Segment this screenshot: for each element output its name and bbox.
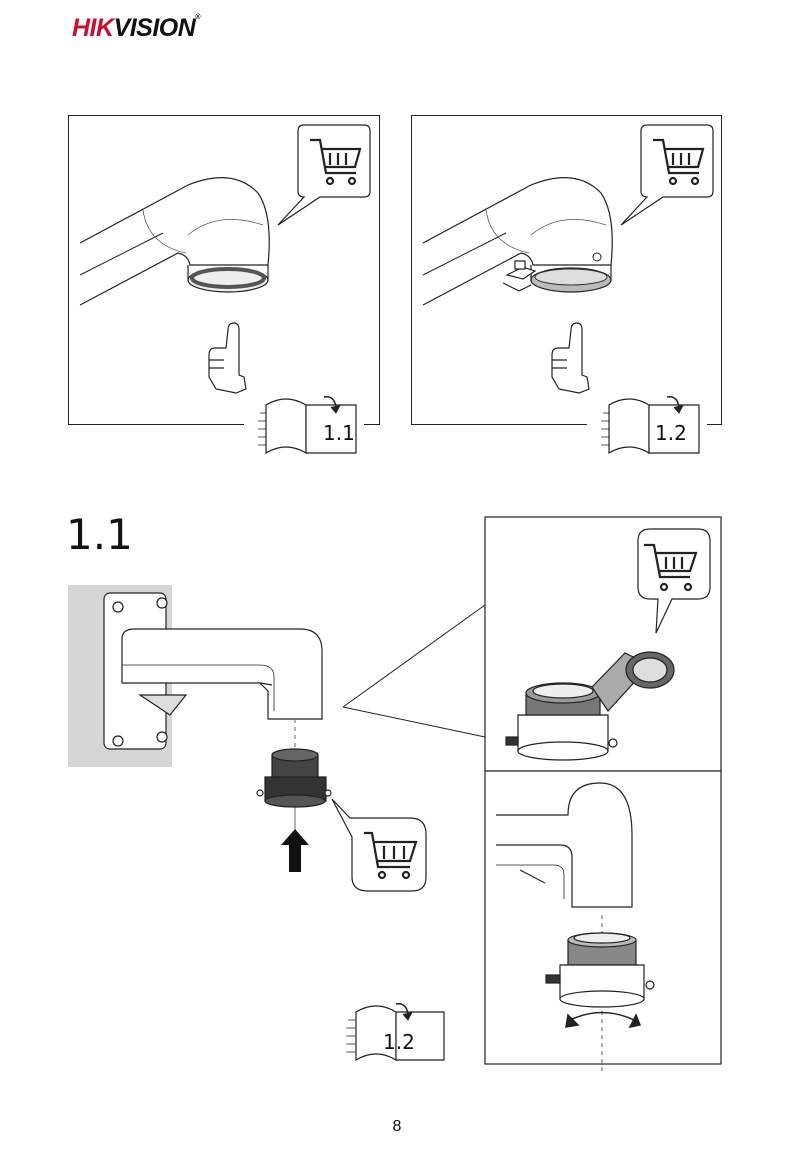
page-number: 8: [0, 1118, 794, 1136]
hikvision-logo: HIKVISION®: [72, 14, 200, 43]
hand-pointing-icon: [552, 323, 589, 393]
section-1-1-illustration: 1.2: [60, 515, 730, 1075]
manual-book-icon: [587, 397, 707, 460]
pipe-adapter: [257, 749, 331, 807]
panel-1-1-illustration: 1.1: [68, 115, 380, 460]
shopping-cart-bubble: [278, 125, 370, 225]
shopping-cart-bubble: [621, 125, 713, 225]
arrow-up-icon: [281, 829, 309, 872]
set-screw-icon: [503, 261, 535, 291]
shopping-cart-bubble: [332, 799, 426, 891]
book-ref-label: 1.2: [383, 1030, 415, 1054]
book-ref-label: 1.2: [655, 421, 687, 445]
hand-pointing-icon: [209, 323, 246, 393]
wall-mount-bracket: [104, 593, 322, 749]
book-ref-label: 1.1: [323, 421, 355, 445]
panel-1-2-illustration: 1.2: [411, 115, 722, 460]
